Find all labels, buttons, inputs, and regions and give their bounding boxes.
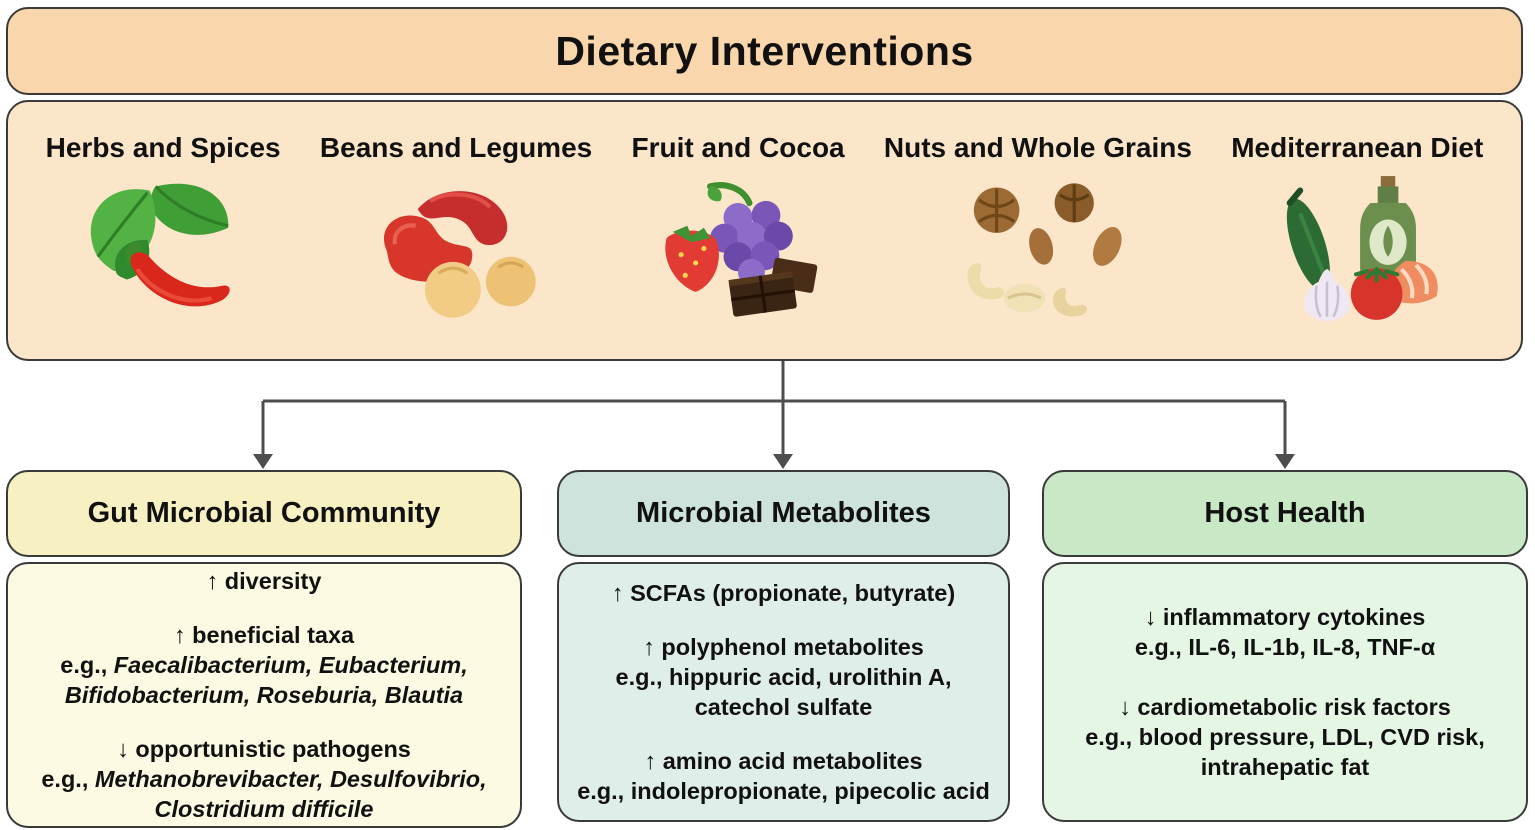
microbial-metabolites-header: Microbial Metabolites bbox=[557, 470, 1010, 557]
food-label-herbs-and-spices: Herbs and Spices bbox=[45, 132, 281, 163]
host-item-cardiometabolic-risk: ↓ cardiometabolic risk factors e.g., blo… bbox=[1058, 692, 1512, 782]
food-label-mediterranean-diet: Mediterranean Diet bbox=[1231, 132, 1484, 163]
metabolites-item-polyphenol: ↑ polyphenol metabolites e.g., hippuric … bbox=[573, 632, 994, 722]
food-label-beans-and-legumes: Beans and Legumes bbox=[319, 132, 593, 163]
gut-item-opportunistic-pathogens-text: ↓ opportunistic pathogens bbox=[117, 736, 411, 763]
title-banner: Dietary Interventions bbox=[6, 7, 1523, 95]
food-label-nuts-and-whole-grains: Nuts and Whole Grains bbox=[883, 132, 1192, 163]
metabolites-item-scfas: ↑ SCFAs (propionate, butyrate) bbox=[612, 578, 955, 608]
gut-item-opportunistic-pathogens: ↓ opportunistic pathogens e.g., Methanob… bbox=[22, 734, 506, 824]
food-item-beans-and-legumes: Beans and Legumes bbox=[320, 132, 592, 324]
nuts-and-whole-grains-icon bbox=[948, 174, 1128, 324]
gut-microbial-community-body: ↑ diversity ↑ beneficial taxa e.g., Faec… bbox=[6, 562, 522, 828]
food-item-fruit-and-cocoa: Fruit and Cocoa bbox=[632, 132, 845, 324]
gut-item-beneficial-taxa-examples: e.g., Faecalibacterium, Eubacterium, Bif… bbox=[22, 650, 506, 710]
food-item-herbs-and-spices: Herbs and Spices bbox=[46, 132, 281, 324]
beans-and-legumes-icon bbox=[366, 174, 546, 324]
host-health-header: Host Health bbox=[1042, 470, 1528, 557]
host-health-title: Host Health bbox=[1204, 497, 1366, 529]
metabolites-item-polyphenol-text: ↑ polyphenol metabolites bbox=[643, 633, 924, 660]
food-item-mediterranean-diet: Mediterranean Diet bbox=[1231, 132, 1483, 324]
host-item-inflammatory-cytokines-examples: e.g., IL-6, IL-1b, IL-8, TNF-α bbox=[1134, 633, 1436, 660]
food-label-fruit-and-cocoa: Fruit and Cocoa bbox=[631, 132, 845, 163]
metabolites-item-polyphenol-examples: e.g., hippuric acid, urolithin A, catech… bbox=[615, 663, 952, 720]
examples-species: Methanobrevibacter, Desulfovibrio, Clost… bbox=[94, 766, 487, 823]
host-item-cardiometabolic-risk-text: ↓ cardiometabolic risk factors bbox=[1119, 693, 1451, 720]
gut-item-diversity-text: ↑ diversity bbox=[206, 567, 322, 594]
examples-species: Faecalibacterium, Eubacterium, Bifidobac… bbox=[64, 651, 468, 708]
food-item-nuts-and-whole-grains: Nuts and Whole Grains bbox=[884, 132, 1192, 324]
metabolites-item-scfas-text: ↑ SCFAs (propionate, butyrate) bbox=[611, 579, 956, 606]
host-item-cardiometabolic-risk-examples: e.g., blood pressure, LDL, CVD risk, int… bbox=[1085, 724, 1485, 781]
mediterranean-diet-icon bbox=[1267, 174, 1447, 324]
host-item-inflammatory-cytokines-text: ↓ inflammatory cytokines bbox=[1144, 603, 1426, 630]
metabolites-item-amino-acid: ↑ amino acid metabolites e.g., indolepro… bbox=[577, 746, 990, 806]
connector-arrows bbox=[253, 361, 1295, 469]
herbs-and-spices-icon bbox=[73, 174, 253, 324]
gut-item-opportunistic-pathogens-examples: e.g., Methanobrevibacter, Desulfovibrio,… bbox=[22, 764, 506, 824]
metabolites-item-amino-acid-text: ↑ amino acid metabolites bbox=[644, 748, 923, 775]
gut-item-beneficial-taxa: ↑ beneficial taxa e.g., Faecalibacterium… bbox=[22, 620, 506, 710]
microbial-metabolites-body: ↑ SCFAs (propionate, butyrate) ↑ polyphe… bbox=[557, 562, 1010, 822]
gut-microbial-community-header: Gut Microbial Community bbox=[6, 470, 522, 557]
metabolites-item-amino-acid-examples: e.g., indolepropionate, pipecolic acid bbox=[577, 778, 990, 805]
gut-microbial-community-title: Gut Microbial Community bbox=[87, 497, 441, 529]
host-health-body: ↓ inflammatory cytokines e.g., IL-6, IL-… bbox=[1042, 562, 1528, 822]
gut-item-beneficial-taxa-text: ↑ beneficial taxa bbox=[173, 621, 355, 648]
gut-item-diversity: ↑ diversity bbox=[207, 566, 322, 596]
food-categories-panel: Herbs and Spices Beans and Legumes bbox=[6, 100, 1523, 361]
examples-prefix: e.g., bbox=[41, 766, 95, 793]
host-item-inflammatory-cytokines: ↓ inflammatory cytokines e.g., IL-6, IL-… bbox=[1135, 602, 1435, 662]
diagram-title: Dietary Interventions bbox=[555, 27, 974, 74]
fruit-and-cocoa-icon bbox=[648, 174, 828, 324]
microbial-metabolites-title: Microbial Metabolites bbox=[636, 497, 931, 529]
examples-prefix: e.g., bbox=[60, 651, 114, 678]
